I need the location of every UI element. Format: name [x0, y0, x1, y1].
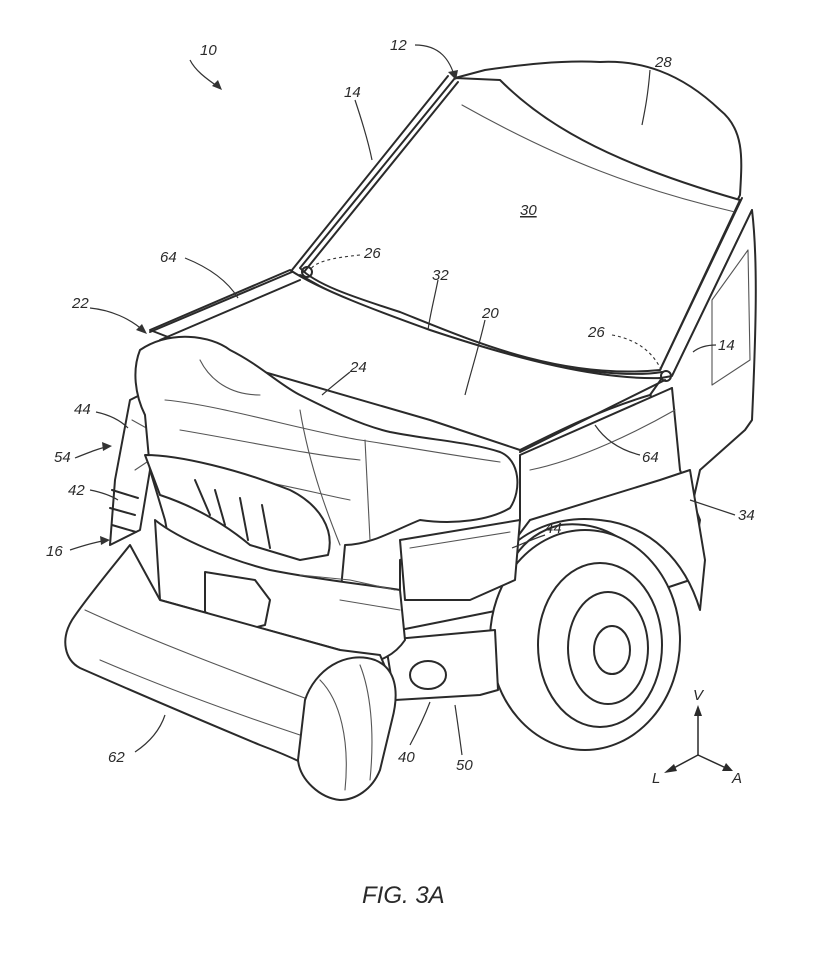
arrow-22 [136, 324, 147, 334]
label-26-left: 26 [363, 245, 381, 262]
windshield [299, 77, 741, 373]
label-44-left: 44 [74, 401, 91, 418]
figure-caption: FIG. 3A [362, 882, 445, 909]
a-arrow [722, 763, 733, 771]
front-wheel [489, 529, 681, 751]
reference-labels: 10 12 14 28 30 64 26 22 32 20 24 26 14 4… [46, 37, 755, 774]
label-54: 54 [54, 449, 71, 466]
label-40: 40 [398, 749, 415, 766]
label-62: 62 [108, 749, 125, 766]
windshield-inner-line [461, 104, 736, 213]
label-14-right: 14 [718, 337, 735, 354]
label-50: 50 [456, 757, 473, 774]
arrow-16 [100, 536, 110, 545]
vehicle-drawing [109, 60, 757, 751]
label-10: 10 [200, 42, 217, 59]
label-24: 24 [349, 359, 367, 376]
side-window [711, 249, 751, 386]
a-pillar-left [291, 75, 459, 273]
label-64-right: 64 [642, 449, 659, 466]
label-12: 12 [390, 37, 407, 54]
label-20: 20 [481, 305, 499, 322]
front-airbag-pad [144, 454, 331, 561]
axis-v-label: V [693, 687, 705, 704]
hood [149, 269, 663, 451]
label-22: 22 [71, 295, 89, 312]
grille-left [109, 489, 139, 533]
arrow-10 [212, 80, 222, 90]
headlamp-right [399, 519, 521, 601]
arrow-54 [102, 442, 112, 451]
v-arrow [694, 705, 702, 716]
fog-lamp [409, 660, 447, 690]
label-30: 30 [520, 202, 537, 219]
label-32: 32 [432, 267, 449, 284]
axis-triad: V L A [652, 687, 742, 787]
sensor-left [301, 266, 313, 278]
fender-crease [529, 409, 676, 471]
label-64-left: 64 [160, 249, 177, 266]
wheel-arch [499, 469, 706, 611]
vent-slots [194, 479, 271, 549]
axis-a-label: A [731, 770, 742, 787]
airbag-assembly [64, 335, 519, 801]
label-34: 34 [738, 507, 755, 524]
axis-l-label: L [652, 770, 660, 787]
label-26-right: 26 [587, 324, 605, 341]
label-44-right: 44 [545, 520, 562, 537]
l-arrow [664, 764, 677, 773]
hood-edge-left [149, 271, 301, 341]
label-16: 16 [46, 543, 63, 560]
hood-airbag [134, 335, 519, 601]
label-28: 28 [654, 54, 672, 71]
arrow-12 [448, 70, 458, 80]
label-42: 42 [68, 482, 85, 499]
label-14-left: 14 [344, 84, 361, 101]
sensor-right [660, 370, 672, 382]
